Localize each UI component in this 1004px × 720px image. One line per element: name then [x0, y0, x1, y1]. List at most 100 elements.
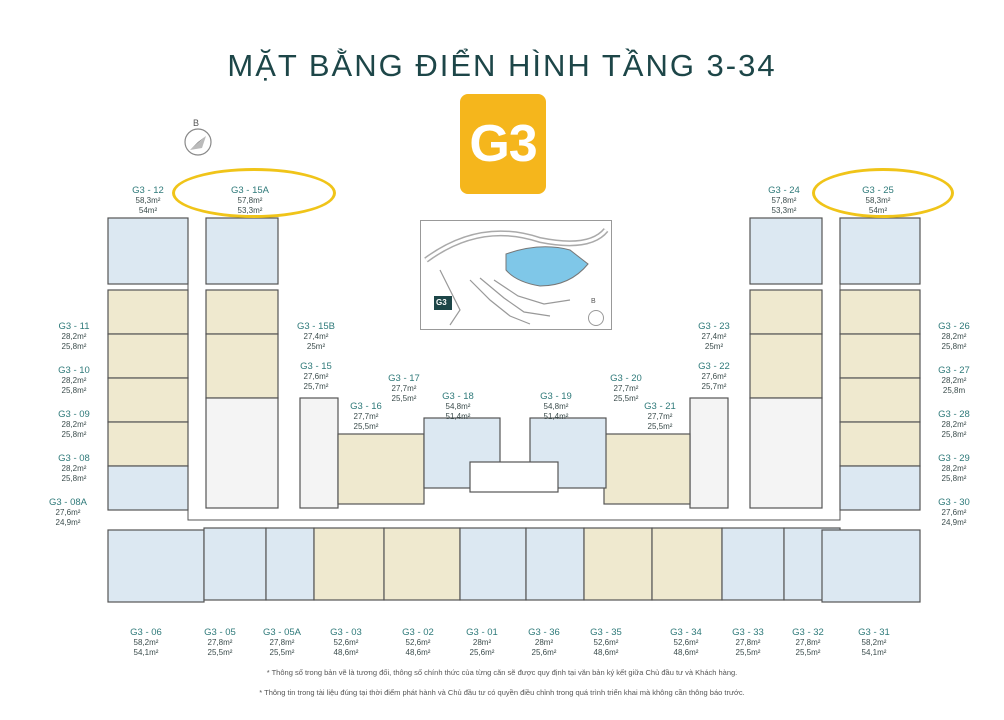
unit-code: G3 - 22: [698, 361, 730, 372]
unit-area: 27,7m²: [391, 384, 417, 393]
unit-block: [525, 527, 585, 601]
unit-code: G3 - 06: [130, 627, 162, 638]
unit-block: [603, 433, 691, 505]
unit-area: 25,5m²: [269, 648, 295, 657]
unit-area: 25,5m²: [353, 422, 379, 431]
unit-area: 25,8m²: [941, 430, 967, 439]
unit-area: 27,7m²: [353, 412, 379, 421]
unit-code: G3 - 21: [644, 401, 676, 412]
unit-area: 25,8m²: [941, 342, 967, 351]
unit-area: 25,8m²: [61, 430, 87, 439]
unit-code: G3 - 15: [300, 361, 332, 372]
unit-code: G3 - 02: [402, 627, 434, 638]
unit-area: 27,7m²: [647, 412, 673, 421]
unit-area: 25,5m²: [647, 422, 673, 431]
corridor-outline: [187, 220, 841, 521]
unit-code: G3 - 11: [58, 321, 90, 332]
unit-block: [459, 527, 527, 601]
unit-code: G3 - 29: [938, 453, 970, 464]
unit-code: G3 - 34: [670, 627, 702, 638]
unit-code: G3 - 15A: [230, 185, 270, 196]
unit-code: G3 - 25: [862, 185, 894, 196]
unit-area: 28,2m²: [61, 332, 87, 341]
unit-block: [821, 529, 921, 603]
unit-area: 25,8m²: [61, 474, 87, 483]
unit-code: G3 - 32: [792, 627, 824, 638]
location-map: G3 B: [420, 220, 612, 330]
unit-block: [205, 333, 279, 399]
lobby: [469, 461, 559, 493]
note-2: * Thông tin trong tài liệu đúng tại thời…: [259, 688, 745, 697]
unit-code: G3 - 30: [938, 497, 970, 508]
note-1: * Thông số trong bản vẽ là tương đối, th…: [266, 668, 738, 677]
unit-code: G3 - 36: [528, 627, 560, 638]
compass-letter: B: [193, 118, 200, 128]
unit-area: 28,2m²: [61, 420, 87, 429]
unit-area: 28,2m²: [941, 420, 967, 429]
unit-area: 53,3m²: [237, 206, 263, 215]
unit-area: 27,6m²: [701, 372, 727, 381]
unit-area: 27,6m²: [941, 508, 967, 517]
unit-block: [721, 527, 785, 601]
unit-area: 28,2m²: [61, 376, 87, 385]
unit-area: 52,6m²: [593, 638, 619, 647]
unit-block: [107, 333, 189, 379]
building-badge: G3: [460, 94, 546, 194]
unit-area: 52,6m²: [405, 638, 431, 647]
unit-block: [313, 527, 385, 601]
unit-area: 25,6m²: [531, 648, 557, 657]
compass-icon: B: [178, 118, 218, 160]
unit-area: 25,6m²: [469, 648, 495, 657]
unit-area: 28,2m²: [941, 464, 967, 473]
unit-block: [383, 527, 461, 601]
unit-block: [839, 377, 921, 423]
unit-code: G3 - 33: [732, 627, 764, 638]
unit-area: 54,1m²: [133, 648, 159, 657]
unit-code: G3 - 26: [938, 321, 970, 332]
unit-code: G3 - 28: [938, 409, 970, 420]
unit-area: 58,2m²: [861, 638, 887, 647]
unit-area: 48,6m²: [405, 648, 431, 657]
unit-block: [583, 527, 653, 601]
unit-block: [749, 289, 823, 335]
unit-area: 53,3m²: [771, 206, 797, 215]
unit-code: G3 - 16: [350, 401, 382, 412]
unit-code: G3 - 09: [58, 409, 90, 420]
unit-area: 25,5m²: [795, 648, 821, 657]
unit-area: 51,4m²: [543, 412, 569, 421]
unit-block: [839, 421, 921, 467]
unit-code: G3 - 03: [330, 627, 362, 638]
unit-area: 58,3m²: [865, 196, 891, 205]
highlight-ellipse-left: [172, 168, 336, 218]
unit-area: 48,6m²: [593, 648, 619, 657]
unit-block: [107, 377, 189, 423]
unit-area: 25m²: [704, 342, 724, 351]
unit-block: [107, 529, 205, 603]
unit-code: G3 - 08: [58, 453, 90, 464]
unit-area: 58,3m²: [135, 196, 161, 205]
unit-code: G3 - 10: [58, 365, 90, 376]
unit-block: [107, 421, 189, 467]
unit-area: 25,5m²: [391, 394, 417, 403]
